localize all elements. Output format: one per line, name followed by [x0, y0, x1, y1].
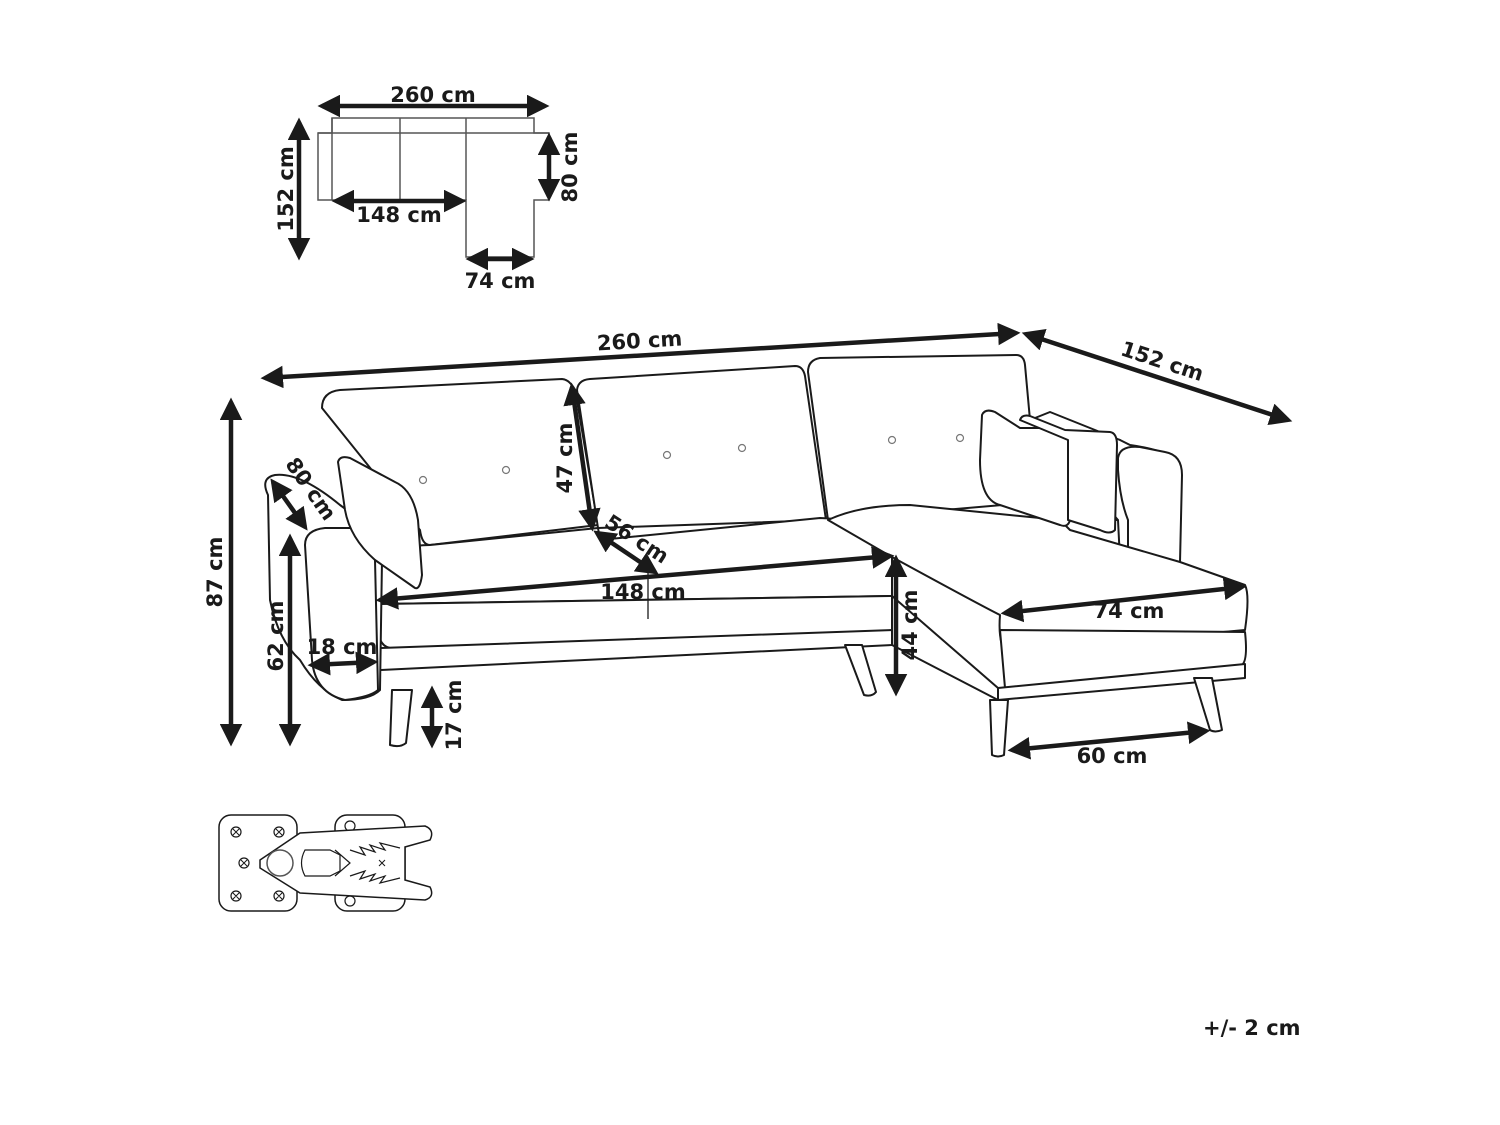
top-width-label: 260 cm	[390, 83, 475, 107]
armrest-width-label: 18 cm	[307, 635, 378, 659]
seat-height-label: 44 cm	[898, 590, 922, 661]
leg-spacing-label: 60 cm	[1077, 744, 1148, 768]
total-width-label: 260 cm	[596, 326, 683, 355]
top-depth-label: 152 cm	[274, 146, 298, 231]
top-sofa-depth-label: 80 cm	[558, 132, 582, 203]
backrest-height-label: 47 cm	[553, 423, 577, 494]
top-chaise-width-label: 74 cm	[465, 269, 536, 293]
dimension-annotations: 260 cm 152 cm 87 cm 80 cm 62 cm 18 cm 47…	[203, 322, 1293, 768]
chaise-width-label: 74 cm	[1094, 599, 1165, 623]
tolerance-note: +/- 2 cm	[1203, 1016, 1301, 1040]
top-seat-width-label: 148 cm	[356, 203, 441, 227]
leg-bracket-connector-icon	[218, 814, 433, 912]
armrest-height-label: 62 cm	[264, 601, 288, 672]
leg-height-label: 17 cm	[442, 680, 466, 751]
total-height-label: 87 cm	[203, 537, 227, 608]
seat-width-label: 148 cm	[600, 580, 685, 604]
top-view-plan: 260 cm 152 cm 148 cm 80 cm 74 cm	[274, 83, 582, 293]
sofa-drawing	[264, 354, 1249, 758]
